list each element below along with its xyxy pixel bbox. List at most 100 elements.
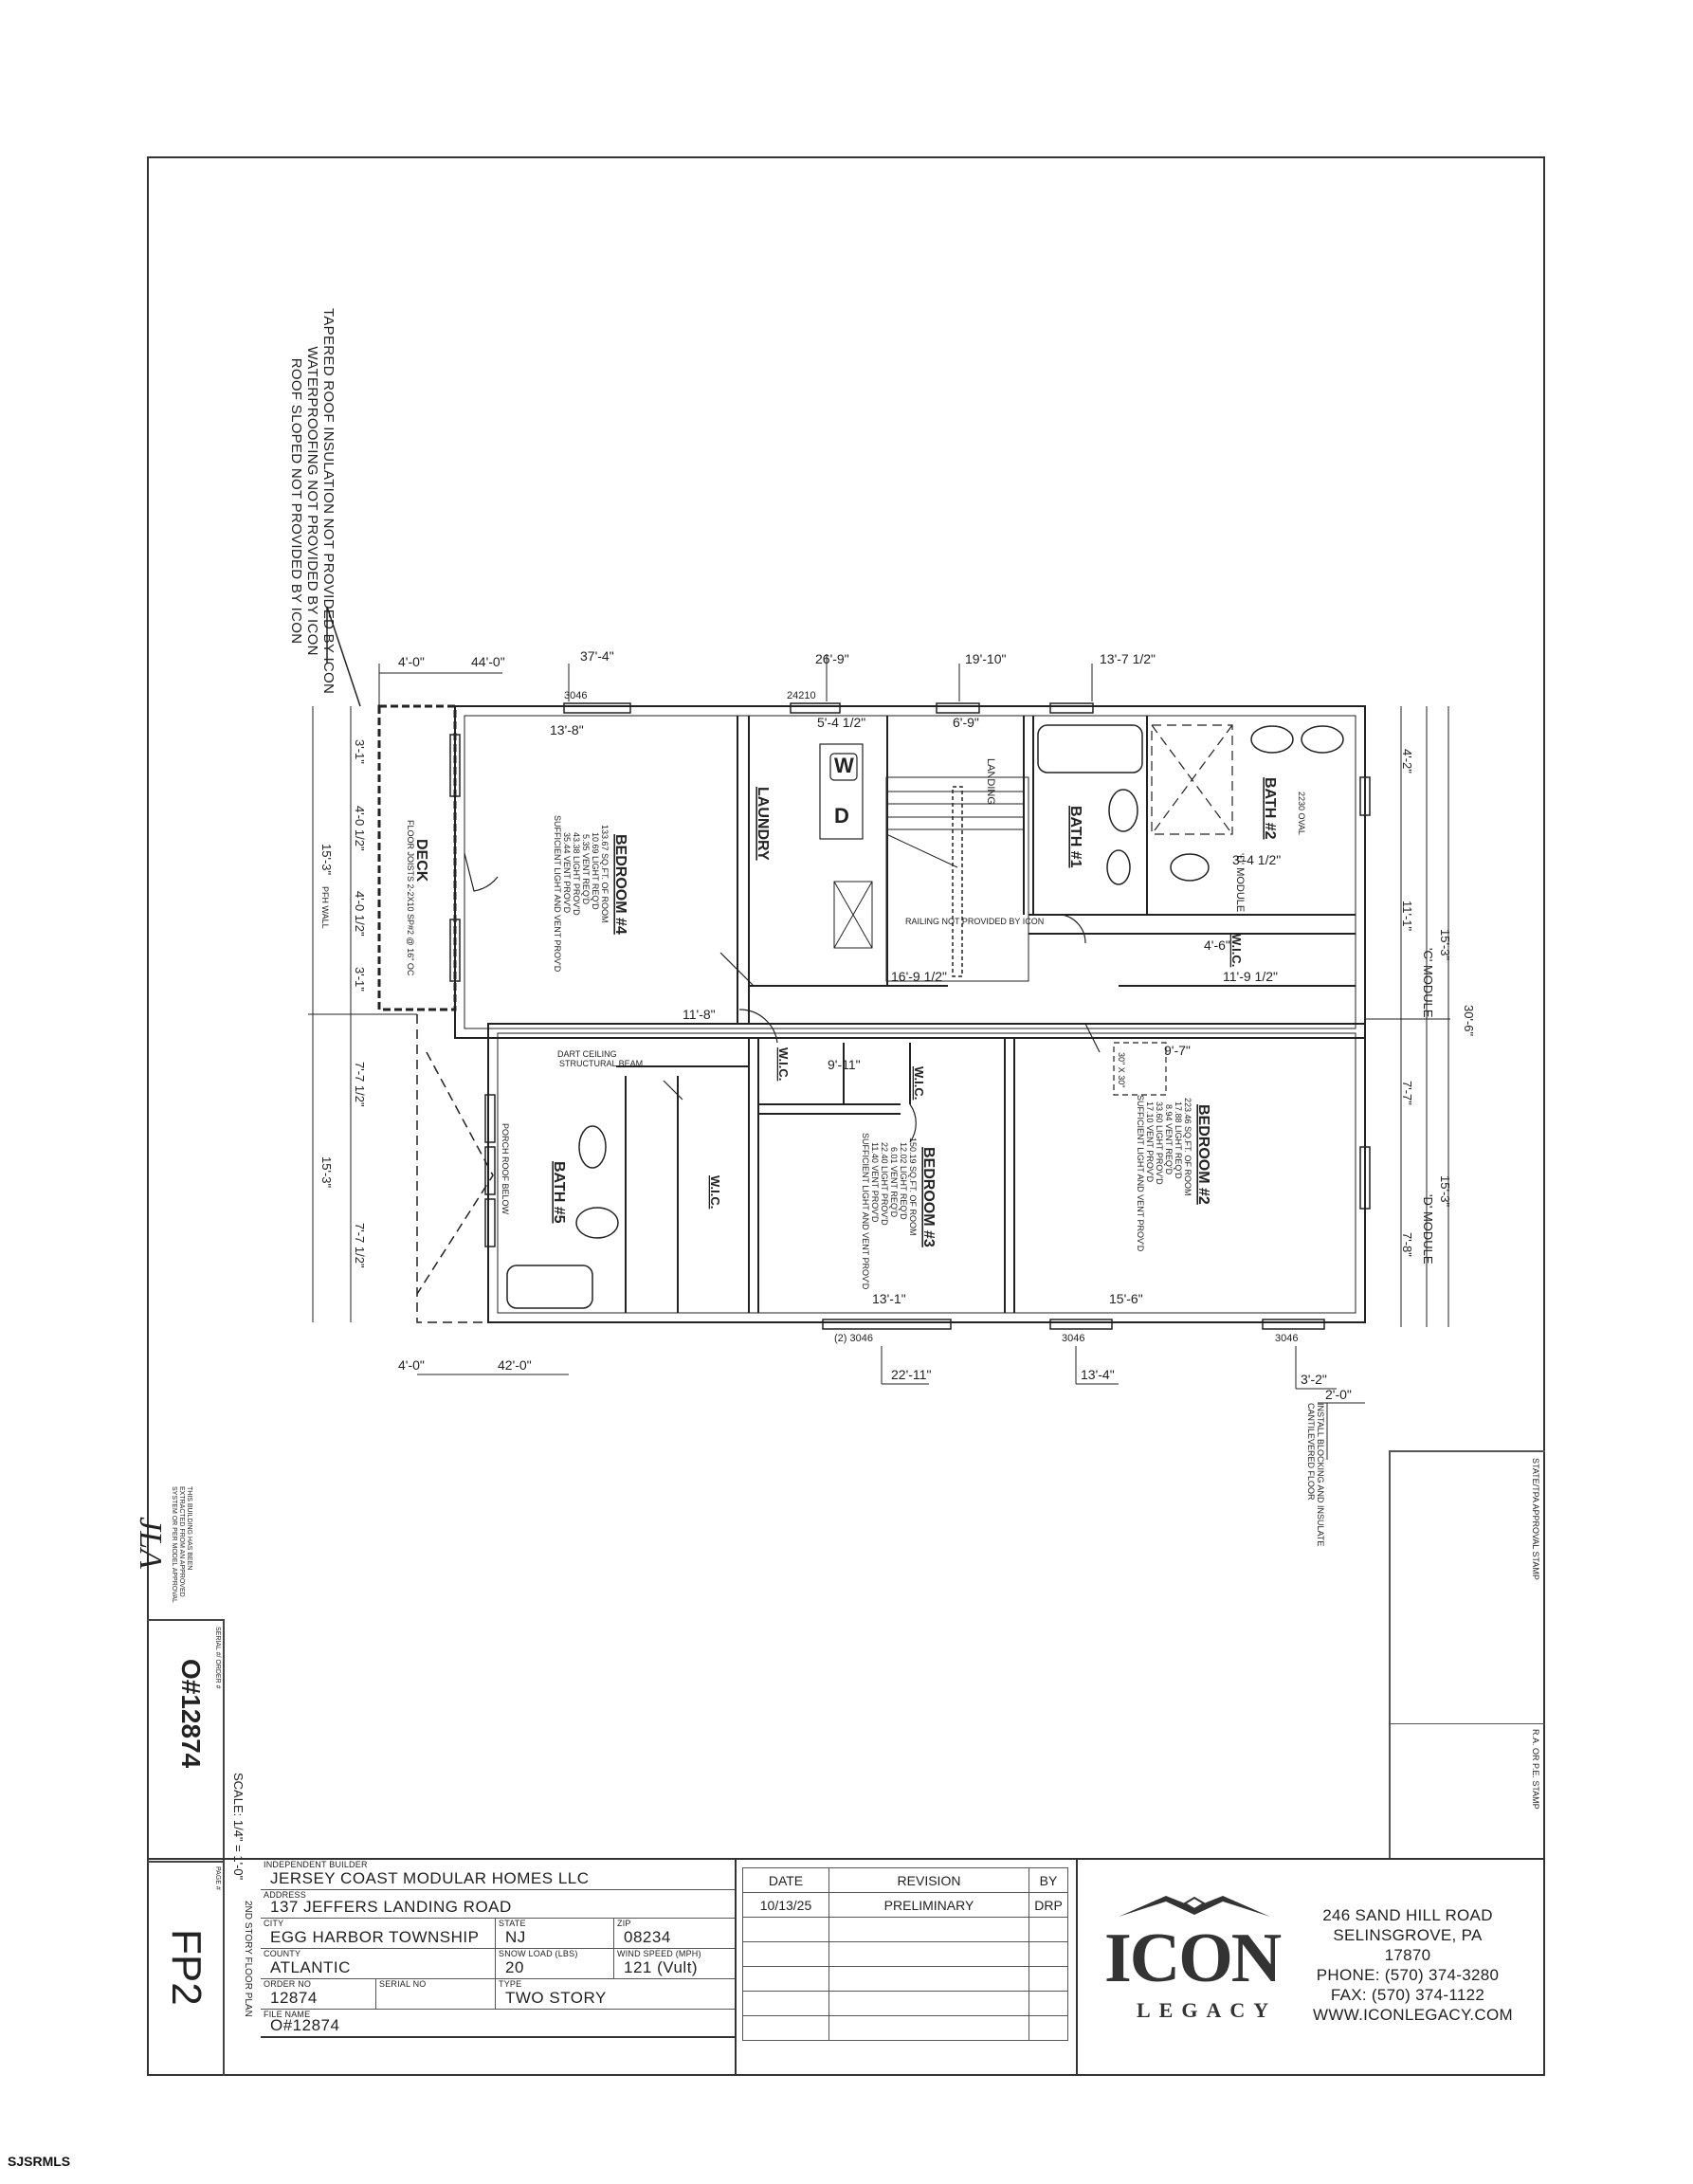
field-label: FILE NAME (264, 2010, 311, 2019)
room-label-wic: W.I.C. (708, 1175, 722, 1209)
approval-line: THIS BUILDING HAS BEEN (186, 1486, 192, 1571)
county-field: COUNTY ATLANTIC (261, 1949, 496, 1979)
room-label-bedroom3: BEDROOM #3 (920, 1147, 937, 1247)
window-label: 3046 (1275, 1333, 1298, 1344)
dim-interior: 16'-9 1/2" (891, 969, 947, 984)
revision-row: 10/13/25 PRELIMINARY DRP (742, 1892, 1068, 1918)
window-label: 3046 (564, 690, 587, 701)
room-data: SUFFICIENT LIGHT AND VENT PROV'D (553, 815, 562, 973)
dim-top: 19'-10" (965, 651, 1006, 666)
dryer-label: D (834, 804, 849, 828)
field-label: STATE (499, 1919, 526, 1928)
revision-row (742, 1991, 1068, 2016)
file-name-field: FILE NAME O#12874 (261, 2010, 735, 2038)
revision-desc (828, 2015, 1029, 2041)
serial-no-field: SERIAL NO (376, 1979, 496, 2010)
field-label: INDEPENDENT BUILDER (264, 1860, 368, 1869)
side-info-block: THIS BUILDING HAS BEEN EXTRACTED FROM AN… (133, 1479, 261, 2076)
dim-bottom: 42'-0" (498, 1357, 532, 1373)
company-logo: ICON (1104, 1920, 1282, 1997)
field-label: SNOW LOAD (LBS) (499, 1949, 578, 1958)
field-label: WIND SPEED (MPH) (617, 1949, 701, 1958)
room-data: SUFFICIENT LIGHT AND VENT PROV'D (1136, 1095, 1145, 1252)
phone: PHONE: (570) 374-3280 (1316, 1966, 1500, 1984)
revision-desc (828, 1966, 1029, 1992)
field-value: 08234 (624, 1928, 671, 1946)
dim-left: 4'-0 1/2" (353, 891, 367, 937)
field-label: SERIAL NO (379, 1979, 427, 1989)
revision-row (742, 2015, 1068, 2041)
window-label: (2) 3046 (834, 1333, 873, 1344)
company-block: ICON LEGACY 246 SAND HILL ROAD SELINSGRO… (1076, 1860, 1543, 2076)
revision-by (1029, 1991, 1068, 2016)
window-label: 3046 (1062, 1333, 1084, 1344)
cantilever-note: INSTALL BLOCKING AND INSULATE (1316, 1403, 1325, 1546)
field-label: ORDER NO (264, 1979, 312, 1989)
room-data: 133.67 SQ.FT. OF ROOM (600, 825, 610, 923)
field-value: NJ (505, 1928, 526, 1946)
revision-desc: PRELIMINARY (828, 1892, 1029, 1918)
dim-top: 26'-9" (815, 651, 849, 666)
dim-interior: 15'-6" (1109, 1291, 1143, 1306)
module-label: 'D' MODULE (1234, 853, 1246, 912)
drawing-sheet-border (147, 156, 1545, 2076)
field-label: TYPE (499, 1979, 522, 1989)
revision-date (742, 1966, 829, 1992)
dim-interior: 9'-11" (828, 1057, 861, 1072)
address-line: SELINSGROVE, PA 17870 (1333, 1926, 1483, 1964)
dim-bottom: 13'-4" (1081, 1367, 1115, 1382)
revision-date (742, 1917, 829, 1942)
railing-note: RAILING NOT PROVIDED BY ICON (905, 917, 1044, 926)
revision-date (742, 2015, 829, 2041)
room-data: 43.38 LIGHT PROV'D (572, 832, 581, 916)
company-logo-sub: LEGACY (1137, 1998, 1278, 2022)
attic-access-note: 30" X 30" (1117, 1052, 1126, 1087)
company-address: 246 SAND HILL ROAD SELINSGROVE, PA 17870… (1313, 1905, 1513, 2025)
approval-line: EXTRACTED FROM AN APPROVED (178, 1486, 185, 1597)
stamp-divider (1391, 1723, 1545, 1724)
revision-by (1029, 1941, 1068, 1967)
dim-right: 11'-1" (1400, 901, 1414, 932)
field-value: 137 JEFFERS LANDING ROAD (270, 1898, 512, 1916)
field-value: TWO STORY (505, 1989, 607, 2007)
dim-top: 44'-0" (471, 654, 505, 669)
field-value: 20 (505, 1958, 524, 1976)
room-label-bath1: BATH #1 (1067, 806, 1083, 868)
revision-by: DRP (1029, 1892, 1068, 1918)
state-field: STATE NJ (496, 1919, 614, 1949)
revision-row (742, 1966, 1068, 1992)
dim-bottom: 2'-0" (1325, 1387, 1352, 1402)
dim-interior: 13'-8" (550, 722, 584, 737)
revision-date: 10/13/25 (742, 1892, 829, 1918)
revision-header: REVISION (828, 1867, 1029, 1893)
dim-interior: 11'-8" (683, 1007, 716, 1022)
city-field: CITY EGG HARBOR TOWNSHIP (261, 1919, 496, 1949)
module-label: 'C' MODULE (1421, 948, 1435, 1018)
window-label: 2230 OVAL (1297, 792, 1306, 835)
dim-top: 4'-0" (398, 654, 425, 669)
room-data: 17.10 VENT PROV'D (1145, 1101, 1155, 1183)
approval-line: SYSTEM OR PER MODEL APPROVAL (171, 1486, 177, 1603)
room-label-bath5: BATH #5 (551, 1161, 567, 1224)
revision-header: DATE (742, 1867, 829, 1893)
dim-left: 3'-1" (353, 967, 367, 992)
floor-joists-note: FLOOR JOISTS 2-2X10 SP#2 @ 16" OC (406, 820, 415, 976)
dim-bottom: 4'-0" (398, 1357, 425, 1373)
dim-left: 7'-7 1/2" (353, 1062, 367, 1107)
zip-field: ZIP 08234 (614, 1919, 735, 1949)
module-label: 'D' MODULE (1421, 1194, 1435, 1265)
revision-desc (828, 1917, 1029, 1942)
serial-value: O#12874 (176, 1659, 206, 1769)
dim-right: 7'-8" (1400, 1232, 1414, 1257)
porch-roof-note: PORCH ROOF BELOW (501, 1123, 510, 1215)
room-data: 8.94 VENT REQ'D (1164, 1104, 1174, 1175)
revision-desc (828, 1991, 1029, 2016)
room-label-wic: W.I.C. (912, 1066, 926, 1100)
room-data: 150.19 SQ.FT. OF ROOM (908, 1138, 918, 1236)
dim-right: 15'-3" (1438, 1175, 1452, 1208)
field-label: COUNTY (264, 1949, 301, 1958)
revision-header-row: DATE REVISION BY (742, 1867, 1068, 1893)
room-data: 35.44 VENT PROV'D (562, 832, 572, 914)
dim-interior: 9'-7" (1164, 1043, 1191, 1058)
